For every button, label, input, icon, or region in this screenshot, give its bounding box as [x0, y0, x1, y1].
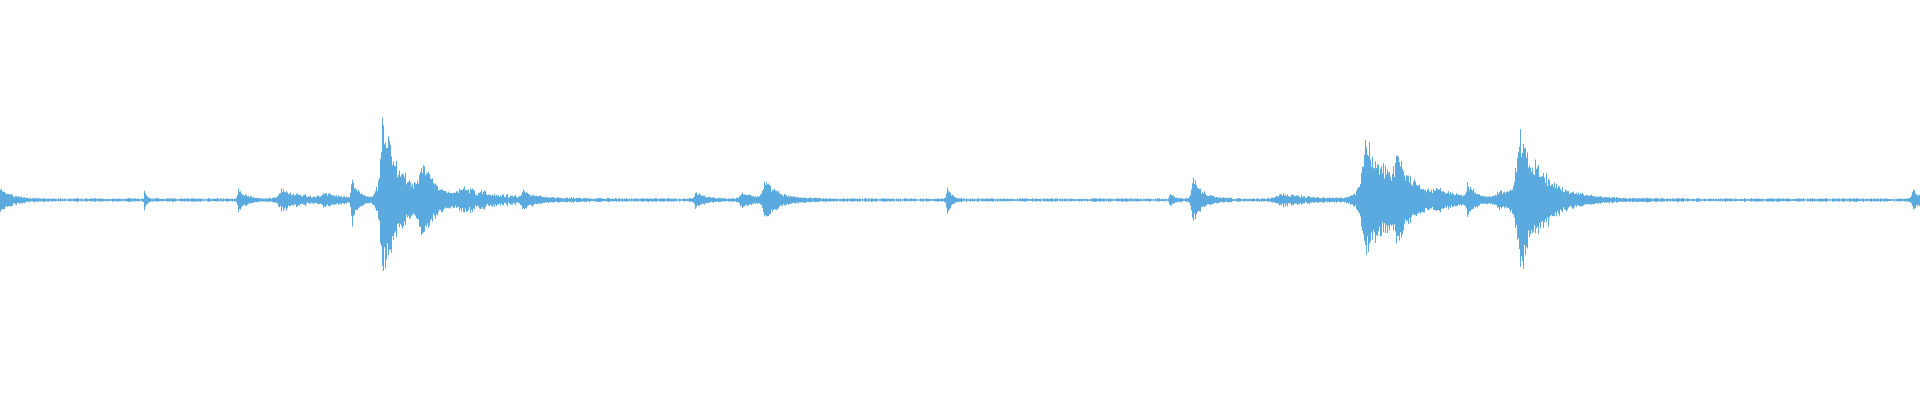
waveform-envelope [0, 117, 1920, 271]
